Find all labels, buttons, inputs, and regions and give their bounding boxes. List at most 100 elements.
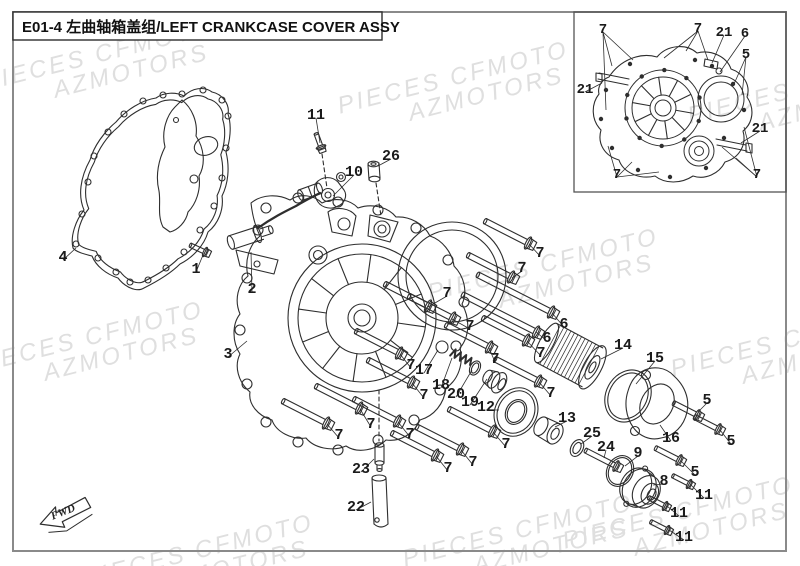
callout-4: 4 [58,249,67,266]
cover-cap-part-8 [619,465,661,509]
callout-7: 7 [517,260,526,277]
page-title: E01-4 左曲轴箱盖组/LEFT CRANKCASE COVER ASSY [22,18,400,36]
bolt-layer [188,132,727,537]
filter-cover-part-16 [625,367,689,440]
roller-part-13 [533,416,564,445]
callout-12: 12 [477,399,495,416]
bypass-valve-parts [435,340,508,394]
callout-7: 7 [405,426,414,443]
bushing-part-26 [367,160,382,217]
callout-11: 11 [670,505,688,522]
long-bolt-6 [475,271,561,320]
o-ring-part-9 [605,455,635,487]
callout-13: 13 [558,410,576,427]
callout-7: 7 [468,454,477,471]
flange-bolt-7 [353,328,409,361]
callout-7: 7 [535,245,544,262]
callout-18: 18 [432,377,450,394]
callout-5: 5 [742,47,750,63]
callout-7: 7 [613,167,621,183]
o-ring-part-15 [604,369,652,423]
callout-23: 23 [352,461,370,478]
bolt-11 [649,519,675,537]
callout-16: 16 [662,430,680,447]
flange-bolt-7 [389,430,445,463]
pin-part-23 [374,389,385,472]
callout-10: 10 [345,164,363,181]
callout-7: 7 [406,357,415,374]
flange-bolt-7 [351,396,407,429]
bolt-11 [313,132,327,155]
callout-8: 8 [659,473,668,490]
flange-bolt-7 [414,424,470,457]
callout-6: 6 [741,26,749,42]
oil-filter-part-14 [533,322,607,390]
title-box: E01-4 左曲轴箱盖组/LEFT CRANKCASE COVER ASSY [12,11,400,41]
inset-assembled-view [592,46,753,183]
fwd-arrow: FWD [39,496,93,533]
callout-7: 7 [465,318,474,335]
flange-bolt-7 [446,406,502,439]
exploded-parts-layer [71,86,727,537]
callout-25: 25 [583,425,601,442]
crankcase-cover-part-3 [233,192,507,456]
callout-7: 7 [501,436,510,453]
callout-26: 26 [382,148,400,165]
washer-part-25 [569,439,585,457]
inset-frame [573,11,787,193]
flange-bolt-7 [365,357,421,390]
fwd-arrow-shape [39,496,92,528]
callout-7: 7 [442,285,451,302]
callout-7: 7 [490,351,499,368]
callout-5: 5 [726,433,735,450]
callout-7: 7 [599,22,607,38]
callout-24: 24 [597,439,615,456]
callout-17: 17 [415,362,433,379]
callout-11: 11 [307,107,325,124]
callout-6: 6 [559,316,568,333]
callout-3: 3 [223,346,232,363]
callout-5: 5 [690,464,699,481]
flange-bolt-7 [280,398,336,431]
callout-21: 21 [577,82,594,98]
callout-15: 15 [646,350,664,367]
fwd-label: FWD [48,502,77,523]
flange-bolt-7 [492,356,548,389]
flange-bolt-7 [482,218,538,251]
bearing-part-12 [493,387,539,437]
long-bolt-6 [460,291,546,340]
flange-bolt-7 [443,322,499,355]
speed-sensor-part-2 [226,182,324,275]
callout-14: 14 [614,337,632,354]
callout-20: 20 [447,386,465,403]
callout-7: 7 [753,167,761,183]
callout-9: 9 [633,445,642,462]
flange-bolt-7 [406,293,462,326]
callout-19: 19 [461,394,479,411]
callout-7: 7 [546,385,555,402]
callout-7: 7 [366,416,375,433]
bolt-11 [671,473,697,491]
callout-7: 7 [334,427,343,444]
callout-21: 21 [752,121,769,137]
callout-11: 11 [675,529,693,546]
gasket-part-4 [71,86,232,291]
callout-7: 7 [443,460,452,477]
callout-22: 22 [347,499,365,516]
callout-2: 2 [247,281,256,298]
callout-5: 5 [702,392,711,409]
callout-21: 21 [716,25,733,41]
callout-7: 7 [536,345,545,362]
bolt-5 [692,414,727,437]
tube-part-22 [371,474,389,528]
callout-1: 1 [191,261,200,278]
callout-7: 7 [694,21,702,37]
page-border [12,11,787,552]
callout-7: 7 [419,387,428,404]
callout-11: 11 [695,487,713,504]
fwd-arrow-shadow [48,513,93,533]
bolt-1 [188,242,213,258]
